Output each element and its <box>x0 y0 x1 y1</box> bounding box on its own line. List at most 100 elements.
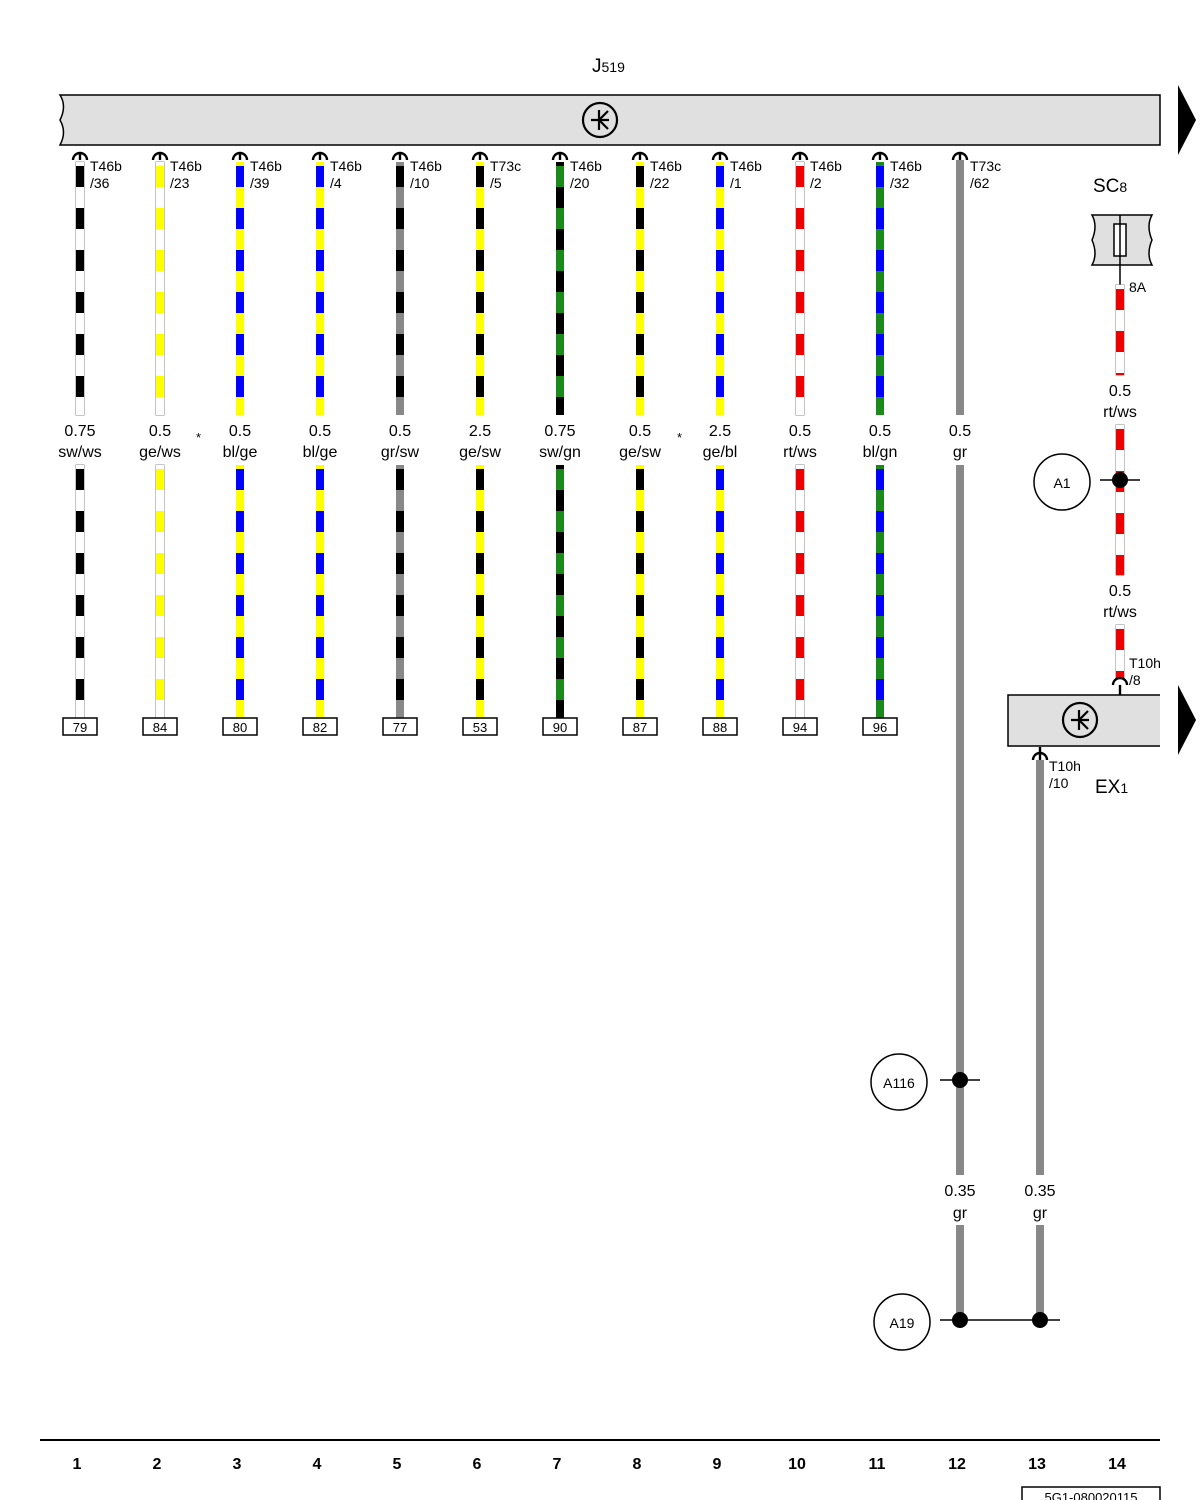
wire-stripe <box>156 511 164 532</box>
wire-segment <box>236 162 244 415</box>
wire-stripe <box>236 637 244 658</box>
wire-stripe <box>476 292 484 313</box>
splice-dot <box>1032 1312 1048 1328</box>
wire-color-code: ge/sw <box>619 444 661 461</box>
wire-stripe <box>396 334 404 355</box>
connector-symbol <box>1111 676 1129 686</box>
wire-color-code: rt/ws <box>1103 404 1137 421</box>
wire-stripe <box>556 595 564 616</box>
wire-stripe <box>636 292 644 313</box>
wire-stripe <box>716 679 724 700</box>
wire-stripe <box>316 250 324 271</box>
fuse-rating: 8A <box>1129 279 1147 295</box>
reference-box <box>302 717 338 736</box>
wire-stripe <box>556 334 564 355</box>
splice-dot <box>952 1072 968 1088</box>
wire-stripe <box>556 250 564 271</box>
wire-stripe <box>556 511 564 532</box>
wire-color-code: sw/ws <box>58 444 102 461</box>
connector-symbol <box>471 151 489 161</box>
wire-size: 0.35 <box>1024 1183 1055 1200</box>
wire-color-code: bl/ge <box>223 444 258 461</box>
wire-stripe <box>796 166 804 187</box>
wire-stripe <box>156 334 164 355</box>
pin-label: T46b <box>730 158 762 174</box>
wire-segment <box>556 465 564 718</box>
wire-stripe <box>396 292 404 313</box>
j519-label: J519 <box>592 56 625 77</box>
wire-stripe <box>76 637 84 658</box>
column-number: 1 <box>73 1456 82 1473</box>
wire-stripe <box>316 166 324 187</box>
wire-color-code: gr <box>953 444 968 461</box>
pin-label: T46b <box>810 158 842 174</box>
reference-number: 77 <box>393 720 407 735</box>
wire-stripe <box>636 511 644 532</box>
wire-stripe <box>1116 429 1124 450</box>
connector-symbol <box>711 151 729 161</box>
wire-stripe <box>876 595 884 616</box>
document-number: 5G1-080020115 <box>1044 1490 1137 1500</box>
pin-number: /10 <box>1049 775 1069 791</box>
wire-stripe <box>396 637 404 658</box>
column-number: 2 <box>153 1456 162 1473</box>
connector-symbol <box>551 151 569 161</box>
wire-stripe <box>156 469 164 490</box>
wire-stripe <box>876 250 884 271</box>
pin-number: /1 <box>730 175 742 191</box>
wire-segment <box>716 162 724 415</box>
wire-color-code: ge/sw <box>459 444 501 461</box>
pin-number: /5 <box>490 175 502 191</box>
pin-label: T10h <box>1049 758 1081 774</box>
wire-size: 0.5 <box>949 423 971 440</box>
wire-color-code: rt/ws <box>783 444 817 461</box>
fuse-label: SC8 <box>1093 176 1127 197</box>
column-number: 4 <box>313 1456 322 1473</box>
wire-stripe <box>796 679 804 700</box>
wire-size: 0.5 <box>229 423 251 440</box>
wire-stripe <box>236 679 244 700</box>
connector-symbol <box>871 151 889 161</box>
wire-stripe <box>876 376 884 397</box>
wire-stripe <box>556 637 564 658</box>
wire-color-code: ge/ws <box>139 444 181 461</box>
column-number: 8 <box>633 1456 642 1473</box>
pin-label: T73c <box>490 158 521 174</box>
pin-label: T46b <box>890 158 922 174</box>
wire-stripe <box>796 595 804 616</box>
reference-number: 96 <box>873 720 887 735</box>
wire-segment <box>636 465 644 718</box>
pin-number: /23 <box>170 175 190 191</box>
wire-stripe <box>156 376 164 397</box>
continuation-arrow-icon <box>1178 685 1196 755</box>
reference-box <box>542 717 578 736</box>
wire-segment <box>796 162 804 415</box>
column-number: 6 <box>473 1456 482 1473</box>
wire-stripe <box>876 208 884 229</box>
wire-segment <box>1036 760 1044 1175</box>
wire-stripe <box>636 376 644 397</box>
wire-stripe <box>236 469 244 490</box>
pin-number: /36 <box>90 175 110 191</box>
wire-segment <box>156 162 164 415</box>
wire-stripe <box>716 334 724 355</box>
pin-label: T10h <box>1129 655 1161 671</box>
wire-stripe <box>236 250 244 271</box>
wire-stripe <box>876 637 884 658</box>
wire-stripe <box>636 250 644 271</box>
wire-segment <box>316 465 324 718</box>
wire-stripe <box>396 208 404 229</box>
wire-color-code: gr <box>953 1205 968 1222</box>
pin-number: /39 <box>250 175 270 191</box>
wire-stripe <box>1116 331 1124 352</box>
wire-segment <box>316 162 324 415</box>
wire-segment <box>876 162 884 415</box>
wire-color-code: sw/gn <box>539 444 581 461</box>
wire-segment <box>556 162 564 415</box>
wire-stripe <box>1116 373 1124 375</box>
wire-color-code: gr <box>1033 1205 1048 1222</box>
pin-label: T46b <box>250 158 282 174</box>
wire-stripe <box>476 334 484 355</box>
